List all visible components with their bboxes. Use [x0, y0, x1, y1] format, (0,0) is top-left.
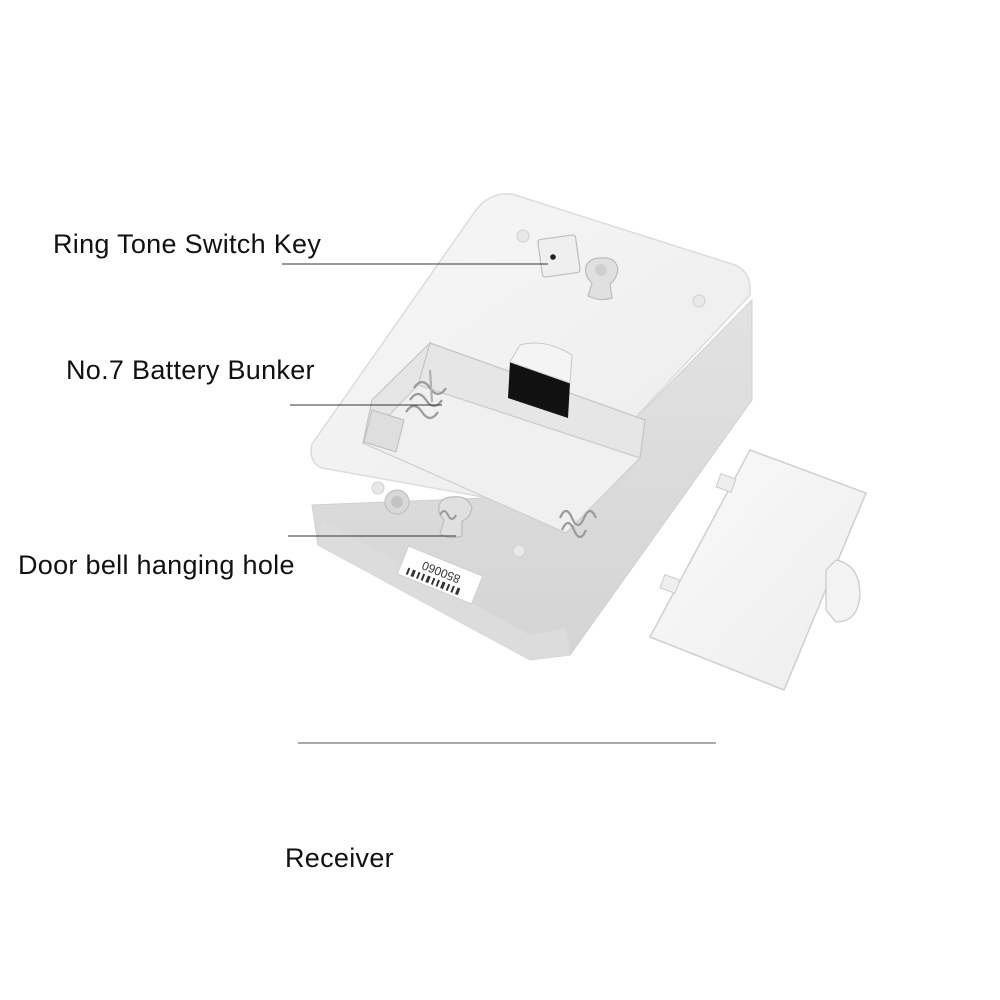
receiver-caption: Receiver	[285, 843, 394, 873]
battery-cover-tab	[715, 473, 737, 493]
battery-callout-label: No.7 Battery Bunker	[66, 355, 315, 385]
battery-cover[interactable]	[648, 449, 867, 691]
screw-bump	[516, 229, 530, 243]
hanging-spring-icon	[439, 510, 457, 520]
battery-contact	[363, 409, 405, 453]
battery-spring-icon	[558, 509, 598, 539]
barcode-icon	[405, 567, 461, 596]
ring-tone-switch-key[interactable]	[537, 234, 581, 278]
ring-tone-callout-label: Ring Tone Switch Key	[53, 229, 322, 259]
screw-bump	[512, 544, 526, 558]
battery-spring-icon	[405, 369, 447, 420]
battery-cover-tab	[659, 574, 681, 594]
battery-latch-tab	[509, 342, 573, 384]
upper-hanging-hole-icon	[585, 257, 619, 301]
upper-keyhole-center	[595, 264, 607, 276]
battery-latch-slot	[508, 362, 570, 418]
screw-bump	[692, 294, 706, 308]
switch-key-dot	[550, 254, 556, 260]
battery-cover-clip	[825, 559, 861, 623]
hanging-hole-callout-label: Door bell hanging hole	[18, 550, 295, 580]
screw-bump	[371, 481, 385, 495]
lower-round-hole-inner	[391, 496, 403, 508]
